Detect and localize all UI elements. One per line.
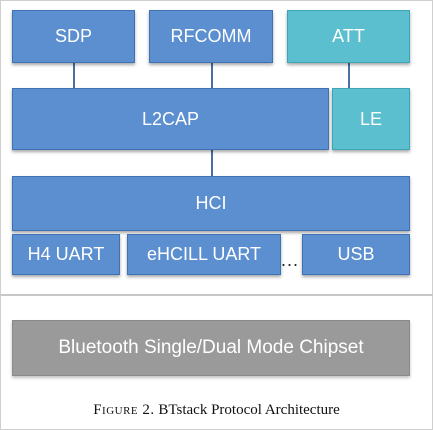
sdp-box: SDP [12,10,135,63]
le-box: LE [332,88,410,150]
chipset-box: Bluetooth Single/Dual Mode Chipset [12,320,410,376]
hci-label: HCI [195,193,227,213]
att-box: ATT [287,10,410,63]
usb-box: USB [302,234,410,275]
rfcomm-label: RFCOMM [170,26,252,46]
connector-l2cap-hci [211,150,213,176]
connector-att-le [348,62,350,90]
figure-caption: Figure 2. BTstack Protocol Architecture [0,402,433,419]
l2cap-box: L2CAP [12,88,329,150]
figure-title: BTstack Protocol Architecture [158,402,340,418]
usb-label: USB [337,244,375,264]
figure-number: Figure 2. [93,402,155,418]
h4-uart-box: H4 UART [12,234,120,275]
connector-rfcomm-l2cap [211,62,213,90]
ehcill-uart-label: eHCILL UART [146,244,262,264]
chipset-label: Bluetooth Single/Dual Mode Chipset [58,337,364,358]
more-transports-ellipsis: ... [281,250,300,270]
rfcomm-box: RFCOMM [149,10,273,63]
hci-box: HCI [12,176,410,231]
connector-sdp-l2cap [73,62,75,90]
ehcill-uart-box: eHCILL UART [127,234,281,275]
le-label: LE [359,108,383,129]
l2cap-label: L2CAP [141,108,200,129]
sdp-label: SDP [54,26,92,46]
hardware-divider [0,294,433,296]
att-label: ATT [332,26,365,46]
h4-uart-label: H4 UART [27,244,105,264]
